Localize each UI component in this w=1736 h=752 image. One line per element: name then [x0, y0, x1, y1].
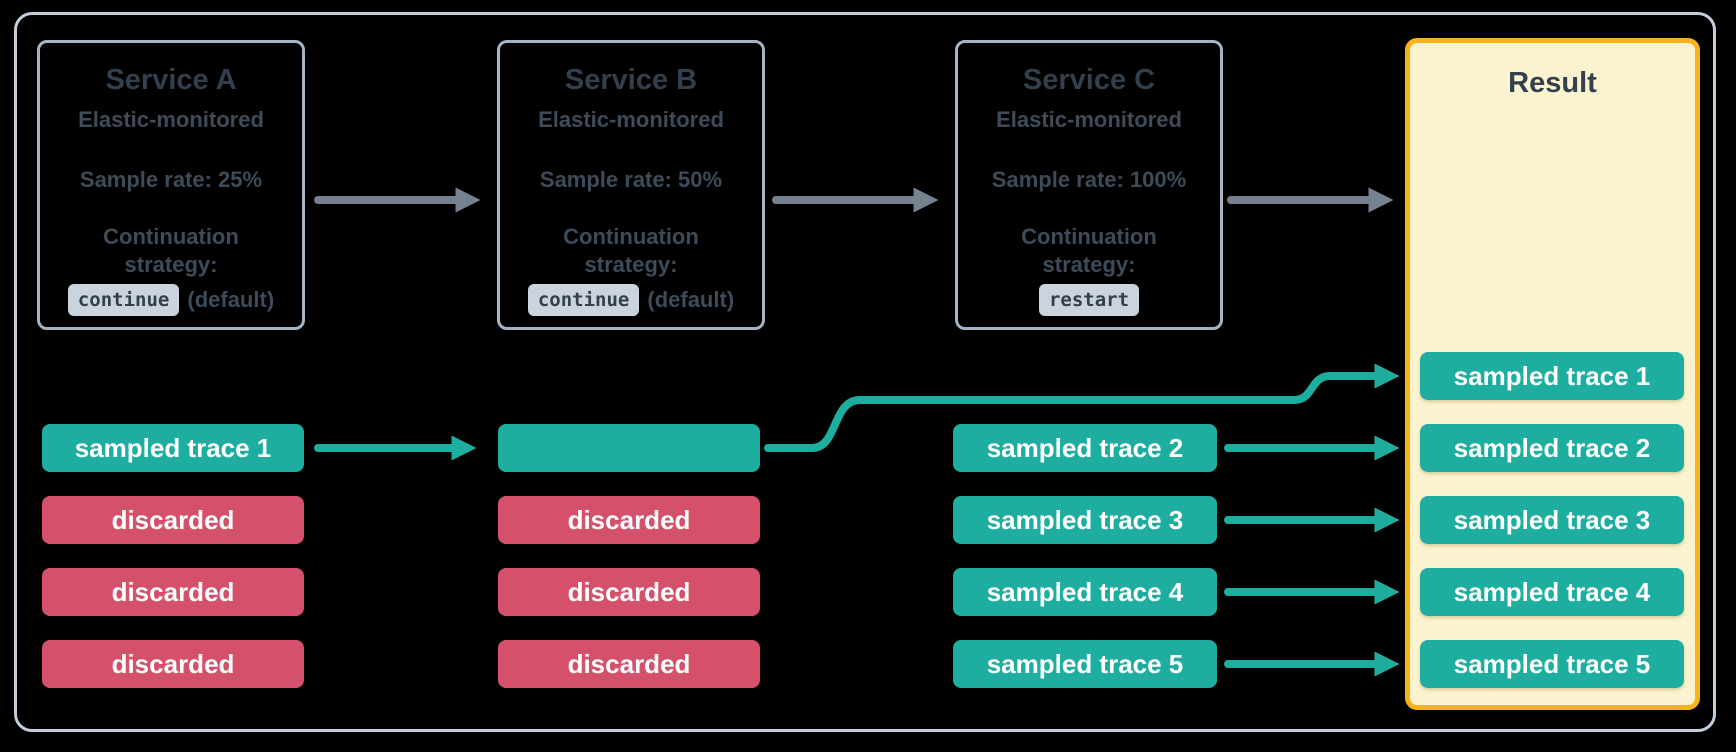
trace-box-discarded: discarded	[498, 496, 760, 544]
service-a-title: Service A	[105, 64, 237, 96]
trace-box-sampled-unlabeled	[498, 424, 760, 472]
trace-box-discarded: discarded	[42, 496, 304, 544]
strategy-label-line2: strategy:	[1042, 252, 1136, 277]
trace-box-sampled: sampled trace 4	[953, 568, 1217, 616]
service-c-box: Service C Elastic-monitored Sample rate:…	[955, 40, 1223, 330]
trace-box-discarded: discarded	[498, 640, 760, 688]
strategy-label-line1: Continuation	[103, 224, 239, 249]
diagram-outer-frame	[14, 12, 1716, 732]
trace-box-discarded: discarded	[42, 568, 304, 616]
trace-box-sampled: sampled trace 2	[953, 424, 1217, 472]
service-c-title: Service C	[1022, 64, 1156, 96]
strategy-label-line2: strategy:	[124, 252, 218, 277]
service-b-strategy-value-row: continue (default)	[527, 284, 735, 316]
service-c-strategy-label: Continuation strategy:	[1021, 223, 1157, 279]
strategy-value-badge: continue	[67, 284, 180, 316]
service-b-strategy-label: Continuation strategy:	[563, 223, 699, 279]
trace-box-discarded: discarded	[498, 568, 760, 616]
trace-box-sampled: sampled trace 3	[953, 496, 1217, 544]
service-b-title: Service B	[564, 64, 698, 96]
service-c-sample-rate: Sample rate: 100%	[991, 167, 1187, 192]
strategy-default-suffix: (default)	[647, 287, 735, 312]
service-b-box: Service B Elastic-monitored Sample rate:…	[497, 40, 765, 330]
result-trace-box: sampled trace 2	[1420, 424, 1684, 472]
service-a-box: Service A Elastic-monitored Sample rate:…	[37, 40, 305, 330]
result-trace-box: sampled trace 5	[1420, 640, 1684, 688]
strategy-value-badge: continue	[527, 284, 640, 316]
service-a-monitoring-label: Elastic-monitored	[78, 107, 264, 132]
result-trace-box: sampled trace 3	[1420, 496, 1684, 544]
result-trace-box: sampled trace 4	[1420, 568, 1684, 616]
service-c-strategy-value-row: restart	[1038, 284, 1140, 316]
trace-box-discarded: discarded	[42, 640, 304, 688]
service-a-strategy-value-row: continue (default)	[67, 284, 275, 316]
trace-box-sampled: sampled trace 5	[953, 640, 1217, 688]
trace-box-sampled: sampled trace 1	[42, 424, 304, 472]
service-b-sample-rate: Sample rate: 50%	[539, 167, 723, 192]
service-a-sample-rate: Sample rate: 25%	[79, 167, 263, 192]
service-a-strategy-label: Continuation strategy:	[103, 223, 239, 279]
service-c-monitoring-label: Elastic-monitored	[996, 107, 1182, 132]
result-title: Result	[1508, 67, 1597, 99]
strategy-value-badge: restart	[1038, 284, 1140, 316]
service-b-monitoring-label: Elastic-monitored	[538, 107, 724, 132]
strategy-label-line1: Continuation	[1021, 224, 1157, 249]
result-trace-box: sampled trace 1	[1420, 352, 1684, 400]
strategy-label-line2: strategy:	[584, 252, 678, 277]
strategy-default-suffix: (default)	[187, 287, 275, 312]
strategy-label-line1: Continuation	[563, 224, 699, 249]
